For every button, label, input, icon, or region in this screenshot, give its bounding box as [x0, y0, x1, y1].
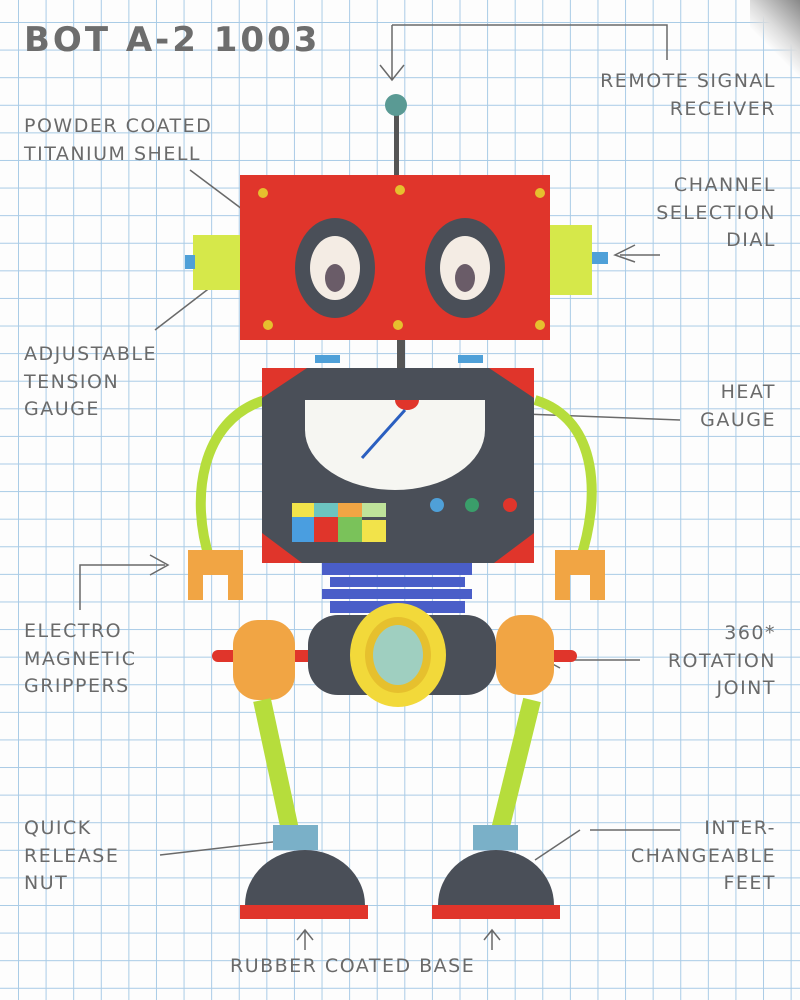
heat-gauge — [305, 400, 485, 490]
label-rubber-coated-base: RUBBER COATED BASE — [230, 955, 476, 977]
page-curl — [750, 0, 800, 80]
diagram-title: BOT A-2 1003 — [24, 20, 321, 60]
label-adjustable-tension-gauge: ADJUSTABLE TENSION GAUGE — [24, 343, 157, 420]
label-interchangeable-feet: INTER- CHANGEABLE FEET — [630, 817, 776, 894]
label-quick-release-nut: QUICK RELEASE NUT — [24, 817, 120, 894]
label-heat-gauge: HEAT GAUGE — [700, 381, 776, 431]
label-electro-magnetic-grippers: ELECTRO MAGNETIC GRIPPERS — [24, 620, 137, 697]
right-base — [432, 905, 560, 919]
label-powder-coated-shell: POWDER COATED TITANIUM SHELL — [24, 115, 213, 165]
label-channel-selection-dial: CHANNEL SELECTION DIAL — [656, 174, 776, 251]
left-gripper — [188, 550, 243, 600]
label-remote-signal-receiver: REMOTE SIGNAL RECEIVER — [600, 70, 776, 120]
left-base — [240, 905, 368, 919]
label-rotation-joint: 360* ROTATION JOINT — [667, 622, 776, 699]
right-gripper — [555, 550, 605, 600]
antenna-ball — [385, 94, 407, 116]
